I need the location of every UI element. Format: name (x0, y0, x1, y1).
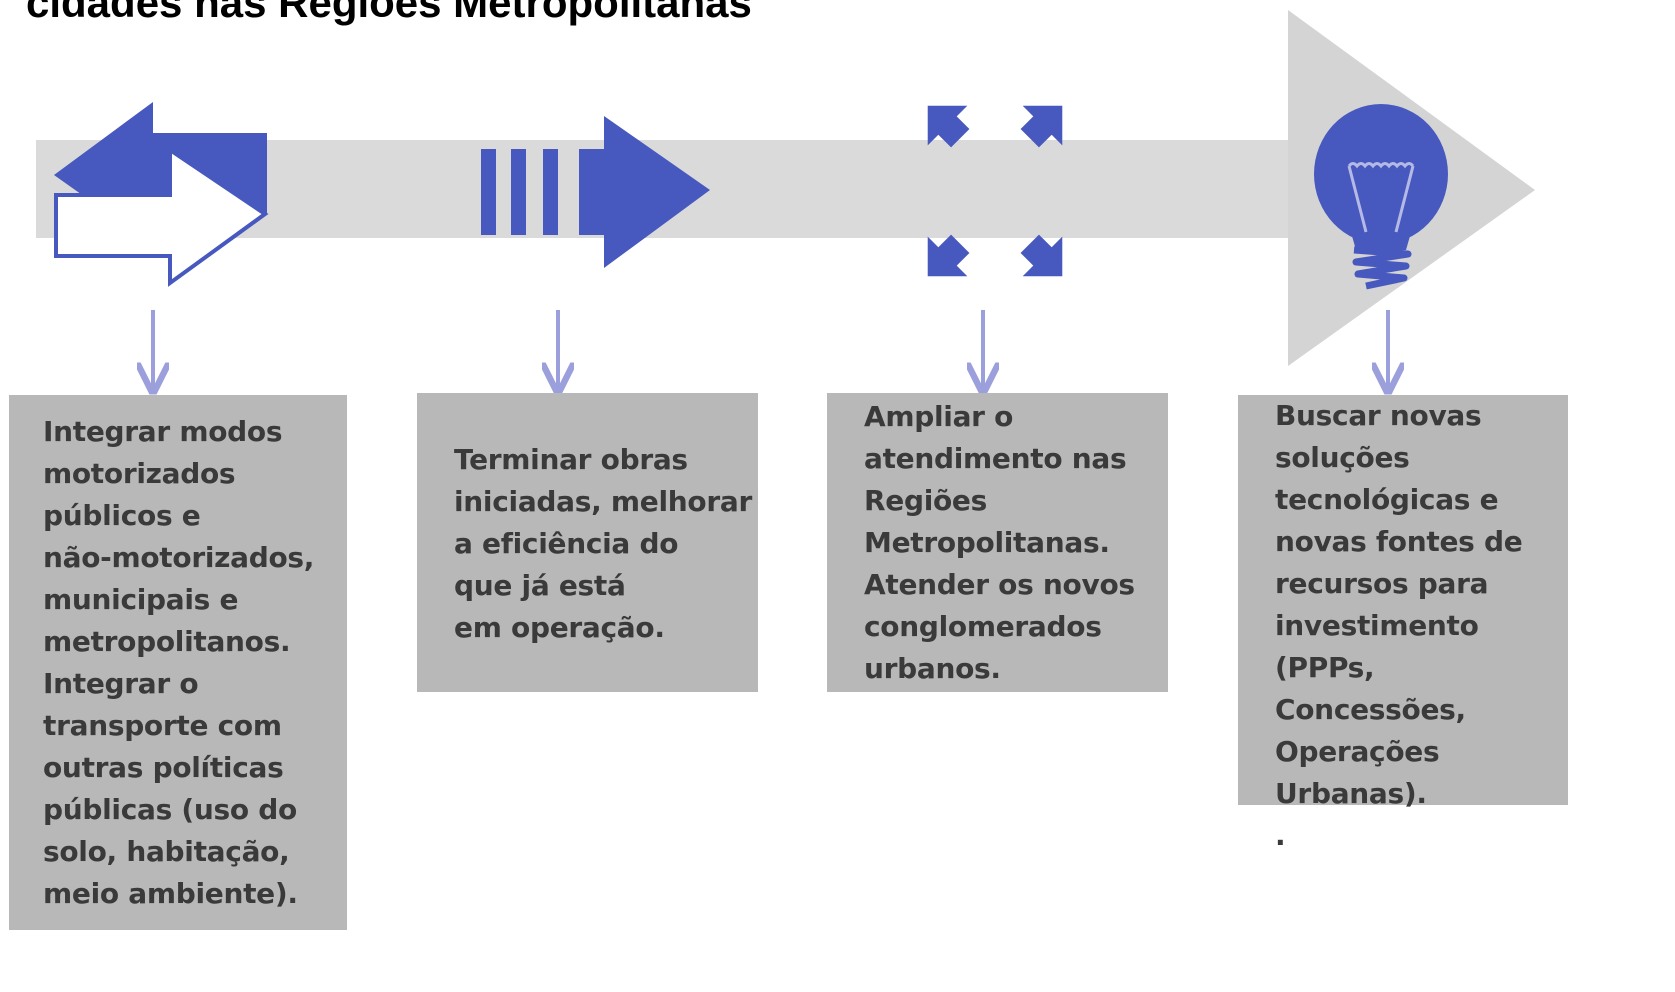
page-title: cidades nas Regiões Metropolitanas (26, 0, 752, 26)
lightbulb-icon (1314, 104, 1448, 290)
step-box-finish-works: Terminar obras iniciadas, melhorar a efi… (417, 393, 758, 692)
expand-arrows-icon (927, 105, 1063, 277)
bidirectional-arrows-icon (54, 102, 269, 287)
connector-arrows (153, 310, 1388, 388)
step-box-new-solutions: Buscar novas soluções tecnológicas e nov… (1238, 395, 1568, 852)
step-box-expand-service: Ampliar o atendimento nas Regiões Metrop… (827, 393, 1168, 692)
step-box-integrate: Integrar modos motorizados públicos e nã… (9, 395, 347, 930)
fast-forward-arrow-icon (481, 116, 710, 268)
